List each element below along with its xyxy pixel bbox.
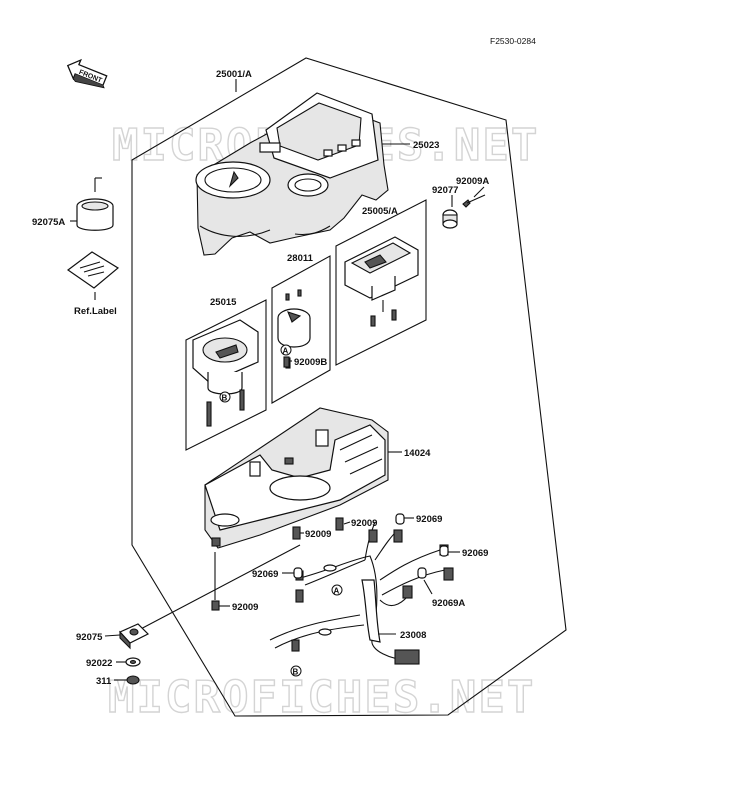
lamp-cap xyxy=(76,177,114,231)
label-311: 311 xyxy=(96,676,112,687)
svg-text:A: A xyxy=(283,347,289,356)
label-92069-top: 92069 xyxy=(416,514,442,525)
socket-92069-right xyxy=(439,545,449,557)
meter-25015 xyxy=(192,319,259,427)
assembly-outline xyxy=(131,57,567,717)
label-14024: 14024 xyxy=(404,448,431,459)
svg-text:B: B xyxy=(293,668,299,677)
label-92009-mid: 92009 xyxy=(305,529,331,540)
label-92009-left: 92009 xyxy=(232,602,258,613)
drawing-code: F2530-0284 xyxy=(490,36,536,46)
meter-25005a-frame xyxy=(335,199,427,366)
bolt-92009a xyxy=(462,194,486,208)
label-25023: 25023 xyxy=(413,140,439,151)
ref-label-icon xyxy=(66,251,120,300)
label-28011: 28011 xyxy=(287,253,314,264)
screw-92009-left xyxy=(211,552,220,611)
label-92069a: 92069A xyxy=(432,598,465,609)
screw-92009-right xyxy=(335,517,344,531)
meter-cover xyxy=(195,92,389,256)
label-ref-label: Ref.Label xyxy=(74,306,117,317)
socket-92069-left xyxy=(293,567,303,579)
label-92022: 92022 xyxy=(86,658,112,669)
label-23008: 23008 xyxy=(400,630,426,641)
callout-a-upper: A xyxy=(280,344,292,356)
nut-311 xyxy=(126,675,140,685)
svg-text:B: B xyxy=(222,394,228,403)
front-arrow-icon: FRONT xyxy=(66,58,108,89)
label-92069-right: 92069 xyxy=(462,548,488,559)
label-92009a: 92009A xyxy=(456,176,489,187)
screw-92009-mid xyxy=(292,526,301,540)
watermark-bottom: MICROFICHES.NET xyxy=(108,672,535,723)
leader-lines xyxy=(104,186,485,681)
screw-92009b xyxy=(283,356,290,368)
label-92069-left: 92069 xyxy=(252,569,278,580)
callout-b-lower: B xyxy=(290,665,302,677)
label-92077: 92077 xyxy=(432,185,458,196)
callout-a-lower: A xyxy=(331,584,343,596)
label-92075a: 92075A xyxy=(32,217,65,228)
washer-92022 xyxy=(125,657,141,667)
label-92009b: 92009B xyxy=(294,357,327,368)
wire-harness xyxy=(269,521,454,665)
socket-92069-top xyxy=(395,513,405,525)
svg-text:A: A xyxy=(334,587,340,596)
meter-25005a xyxy=(344,236,419,327)
meter-25015-frame xyxy=(185,299,267,451)
callout-b-upper: B xyxy=(219,391,231,403)
meter-case xyxy=(204,407,389,549)
label-25015: 25015 xyxy=(210,297,237,308)
knob-92077 xyxy=(442,209,458,229)
label-92075: 92075 xyxy=(76,632,103,643)
damper-92075 xyxy=(118,623,150,650)
label-92009-right: 92009 xyxy=(351,518,377,529)
label-25001a: 25001/A xyxy=(216,69,252,80)
meter-28011-frame xyxy=(271,255,331,404)
socket-92069a xyxy=(417,567,427,579)
label-25005a: 25005/A xyxy=(362,206,398,217)
